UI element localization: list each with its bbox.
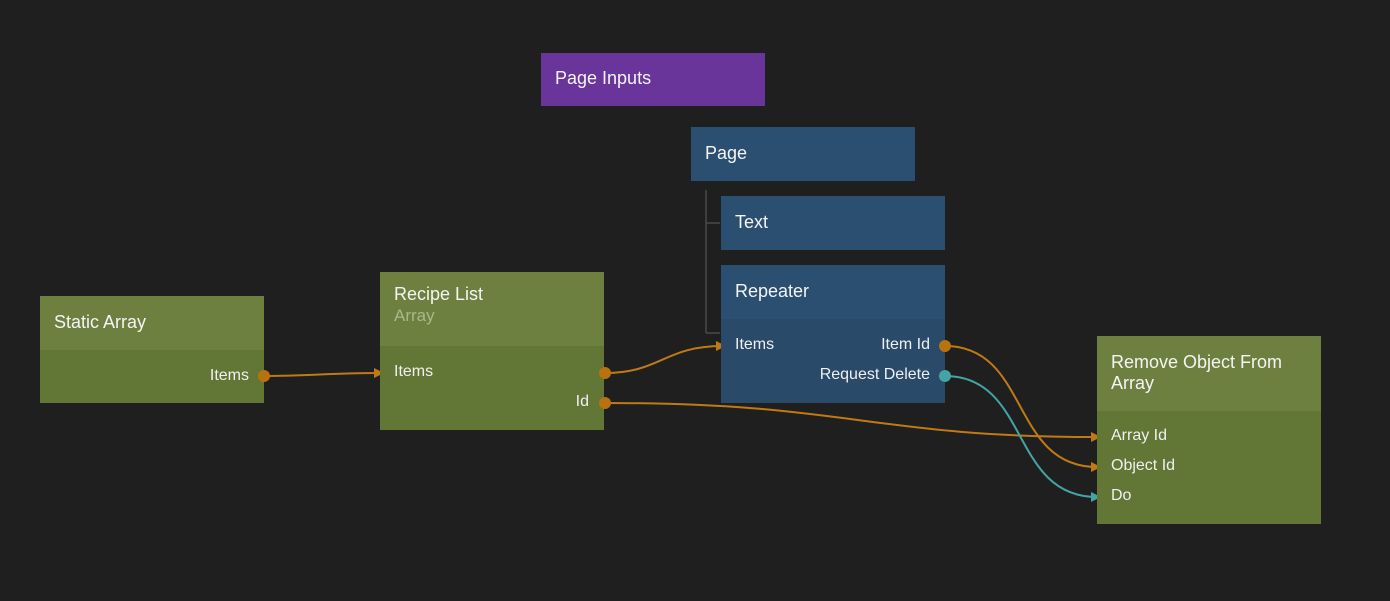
node-page-inputs[interactable]: Page Inputs — [541, 53, 765, 106]
port-out-items[interactable]: Items — [209, 367, 249, 384]
port-dot-recipe-items[interactable] — [599, 367, 611, 379]
wire-request-delete-to-do[interactable] — [944, 375, 1098, 498]
port-dot-item-id[interactable] — [939, 340, 951, 352]
wire-recipe-id-to-array-id[interactable] — [604, 402, 1098, 438]
port-in-do[interactable]: Do — [1111, 487, 1132, 504]
port-dot-static-array-items[interactable] — [258, 370, 270, 382]
port-in-items[interactable]: Items — [394, 363, 434, 380]
port-out-id[interactable]: Id — [575, 393, 589, 410]
node-title: Remove Object From Array — [1097, 336, 1321, 411]
port-in-array-id[interactable]: Array Id — [1111, 427, 1168, 444]
node-page[interactable]: Page — [691, 127, 915, 181]
wire-arrowhead — [1091, 462, 1101, 472]
node-repeater[interactable]: Repeater Items Item Id Request Delete — [721, 265, 945, 403]
port-in-items[interactable]: Items — [735, 336, 775, 353]
node-title: Static Array — [40, 296, 264, 350]
wire-arrowhead — [374, 368, 384, 378]
port-dot-request-delete[interactable] — [939, 370, 951, 382]
node-recipe-list[interactable]: Recipe List Array Items Id — [380, 272, 604, 430]
port-out-request-delete[interactable]: Request Delete — [819, 366, 930, 383]
node-text[interactable]: Text — [721, 196, 945, 250]
node-static-array[interactable]: Static Array Items — [40, 296, 264, 403]
node-ports: Items — [40, 350, 264, 403]
node-title: Page — [691, 127, 915, 164]
node-title: Page Inputs — [555, 68, 652, 88]
node-remove-object-from-array[interactable]: Remove Object From Array Array Id Object… — [1097, 336, 1321, 524]
port-in-object-id[interactable]: Object Id — [1111, 457, 1176, 474]
node-title: Text — [721, 196, 945, 233]
wire-arrowhead — [1091, 432, 1101, 442]
wire-static-array-to-recipe-list[interactable] — [263, 372, 379, 377]
wire-arrowhead — [1091, 492, 1101, 502]
node-title: Repeater — [721, 265, 945, 319]
wire-item-id-to-object-id[interactable] — [944, 345, 1098, 468]
hierarchy-line — [705, 190, 720, 334]
node-ports: Items Id — [380, 346, 604, 430]
node-title: Recipe List — [394, 284, 484, 304]
node-subtitle: Array — [394, 306, 435, 325]
node-header: Recipe List Array — [380, 272, 604, 346]
port-dot-recipe-id[interactable] — [599, 397, 611, 409]
node-ports: Array Id Object Id Do — [1097, 411, 1321, 524]
wire-recipe-list-to-repeater[interactable] — [604, 345, 723, 374]
port-out-item-id[interactable]: Item Id — [881, 336, 930, 353]
node-ports: Items Item Id Request Delete — [721, 319, 945, 403]
